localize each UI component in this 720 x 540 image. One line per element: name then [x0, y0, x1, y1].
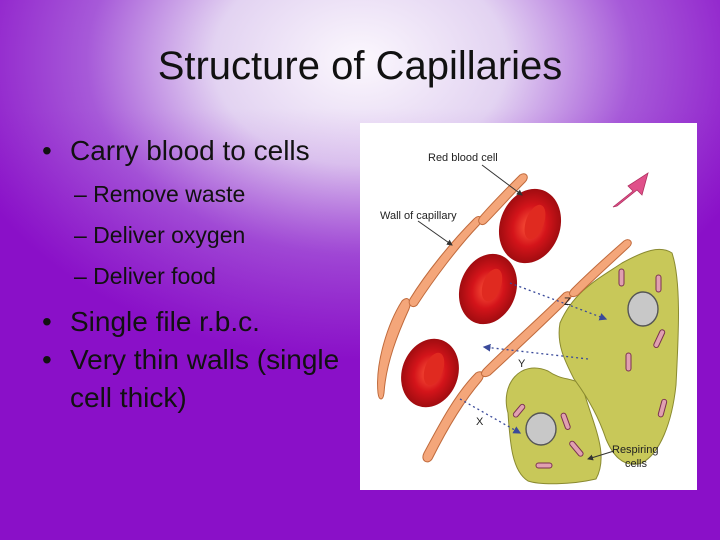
- label-z: Z: [564, 296, 571, 308]
- label-pointer-rbc: [481, 164, 523, 196]
- capillary-wall-cell: [377, 298, 411, 400]
- mitochondrion: [618, 268, 625, 287]
- label-y: Y: [518, 358, 526, 370]
- red-blood-cell: [401, 338, 459, 408]
- nucleus: [627, 291, 659, 327]
- sub-bullet: – Deliver food: [74, 263, 216, 289]
- bullet-text: Single file r.b.c.: [70, 306, 260, 337]
- bullet-text: Carry blood to cells: [70, 135, 310, 166]
- red-blood-cell: [458, 253, 518, 325]
- sub-bullet: – Remove waste: [74, 181, 246, 207]
- bullet-list: • Carry blood to cells – Remove waste – …: [42, 132, 362, 417]
- bullet-text: Very thin walls (single cell thick): [70, 344, 340, 413]
- mitochondrion: [655, 274, 662, 293]
- capillary-wall-cell: [478, 173, 528, 226]
- label-pointer-wall: [417, 220, 453, 246]
- diffusion-arrow-x: [459, 398, 522, 434]
- bullet-glyph: •: [42, 344, 52, 375]
- capillary-wall-cell: [481, 291, 572, 378]
- slide-title: Structure of Capillaries: [157, 44, 563, 88]
- mitochondrion: [512, 403, 526, 418]
- mitochondrion: [560, 412, 571, 430]
- capillary-wall-cell: [569, 239, 632, 298]
- label-respiring-line1: Respiring: [612, 444, 658, 456]
- label-wall-of-capillary: Wall of capillary: [380, 210, 457, 222]
- mitochondrion: [653, 329, 666, 349]
- bullet-item: • Single file r.b.c.: [42, 303, 362, 341]
- label-red-blood-cell: Red blood cell: [428, 152, 498, 164]
- capillary-diagram: Red blood cell Wall of capillary Respiri…: [360, 123, 697, 490]
- bullet-glyph: •: [42, 306, 52, 337]
- flow-arrow-icon: [612, 172, 649, 208]
- bullet-glyph: •: [42, 135, 52, 166]
- mitochondrion: [569, 440, 584, 457]
- sub-bullet: – Deliver oxygen: [74, 222, 246, 248]
- label-respiring-line2: cells: [625, 458, 648, 470]
- mitochondrion: [657, 398, 668, 418]
- mitochondrion: [535, 462, 553, 469]
- label-pointer-respiring: [587, 450, 615, 461]
- bullet-item: • Very thin walls (single cell thick): [42, 341, 362, 417]
- label-x: X: [476, 416, 484, 428]
- bullet-item: • Carry blood to cells: [42, 132, 362, 170]
- nucleus: [525, 412, 557, 446]
- capillary-wall-cell: [422, 371, 484, 463]
- mitochondrion: [625, 352, 632, 372]
- capillary-diagram-svg: Red blood cell Wall of capillary Respiri…: [377, 152, 679, 485]
- capillary-wall-cell: [408, 216, 482, 308]
- diffusion-arrow-z: [509, 282, 608, 321]
- red-blood-cell: [498, 188, 562, 264]
